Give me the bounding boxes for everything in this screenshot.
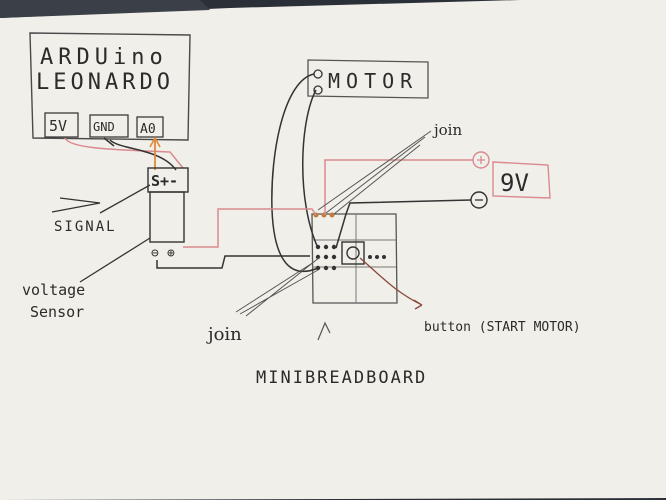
battery-label: 9V xyxy=(500,169,529,197)
motor-terminal-2 xyxy=(313,85,323,95)
voltage-sensor-label-line1: voltage xyxy=(22,281,85,299)
arduino-sensor-wires xyxy=(64,136,184,171)
sensor-pins-label: S+- xyxy=(151,172,178,190)
pin-a0-box xyxy=(136,116,164,138)
push-button xyxy=(341,241,365,265)
motor-label: MOTOR xyxy=(328,69,418,93)
button-label: button (START MOTOR) xyxy=(424,320,581,335)
paper-shadow xyxy=(0,0,210,18)
motor: MOTOR xyxy=(307,59,429,99)
arduino-label-line1: ARDUino xyxy=(40,45,168,70)
pin-5v-label: 5V xyxy=(49,117,67,135)
sensor-plus-terminal: ⊕ xyxy=(167,246,175,261)
pin-5v-box xyxy=(44,112,79,138)
circuit-wires xyxy=(156,73,473,341)
voltage-sensor-module: S+- ⊖ ⊕ xyxy=(147,167,189,261)
arduino-board: ARDUino LEONARDO 5V GND A0 xyxy=(29,32,191,141)
voltage-sensor-arrow xyxy=(79,237,151,283)
sensor-minus-terminal: ⊖ xyxy=(151,246,159,261)
arduino-label-line2: LEONARDO xyxy=(36,70,174,95)
pin-gnd-box xyxy=(89,114,129,138)
pin-a0-label: A0 xyxy=(140,122,156,137)
voltage-sensor-label-line2: Sensor xyxy=(30,303,84,321)
wire-5v-red xyxy=(64,137,184,169)
pin-gnd-label: GND xyxy=(93,120,115,134)
breadboard-label: MINIBREADBOARD xyxy=(256,368,427,388)
signal-label: SIGNAL xyxy=(54,219,117,235)
join-bottom-label: join xyxy=(206,324,242,345)
join-top-label: join xyxy=(432,121,462,139)
signal-arrow xyxy=(99,184,151,214)
